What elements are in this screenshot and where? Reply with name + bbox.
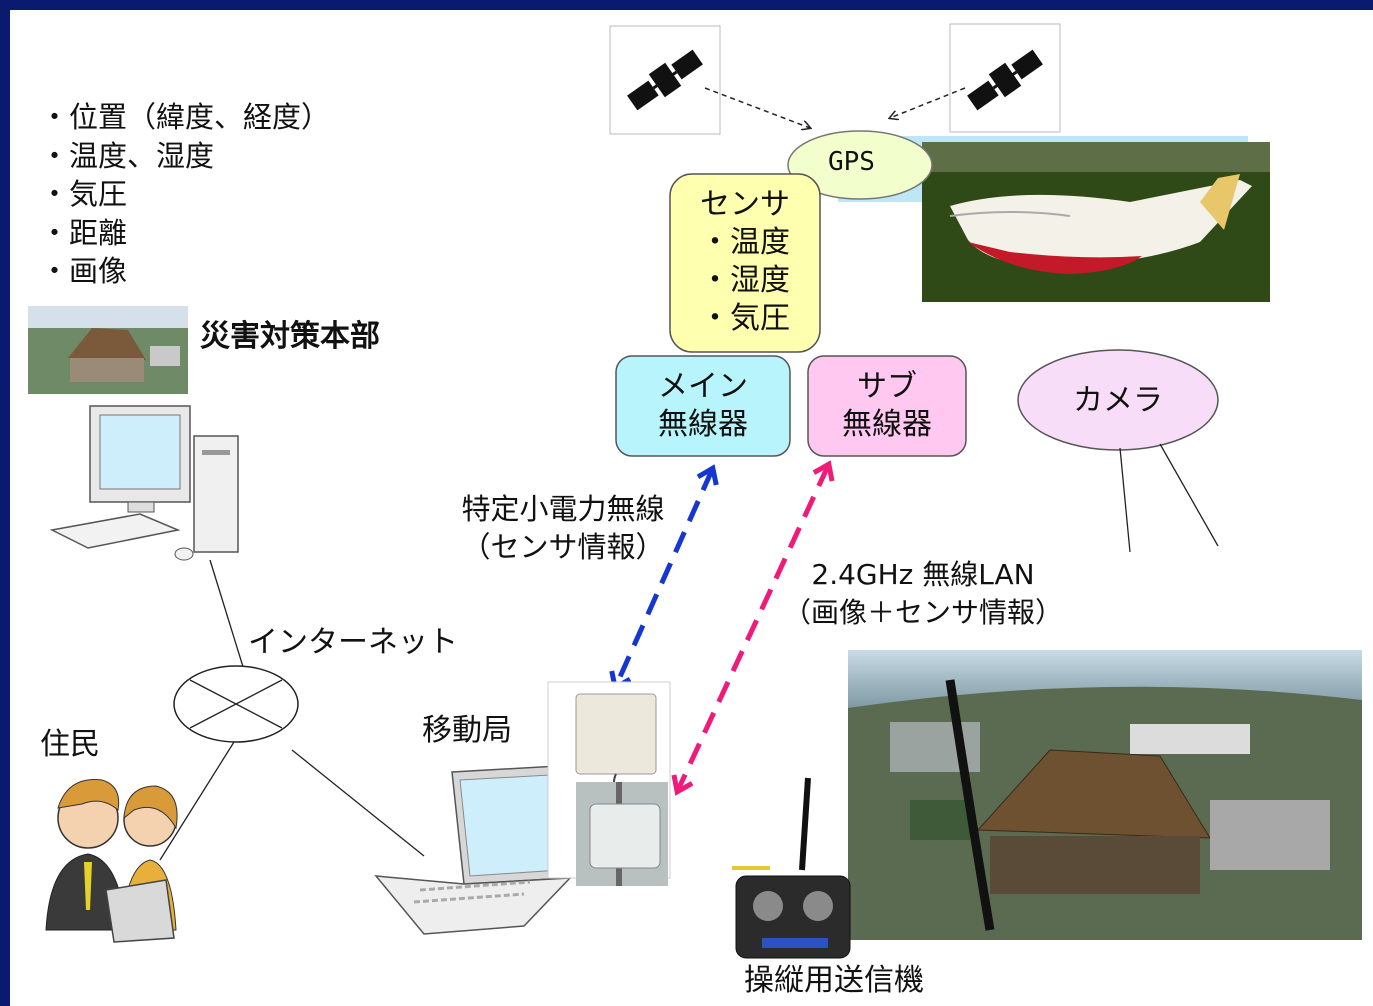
wireless-lan-link [678, 466, 828, 790]
main-radio-line2: 無線器 [658, 407, 748, 442]
hq-to-internet-line [209, 559, 245, 671]
measurement-item: 画像 [40, 252, 330, 291]
main-radio-text: メイン 無線器 [616, 368, 790, 444]
measurement-item: 気圧 [40, 175, 330, 214]
laptop-icon [374, 765, 572, 935]
internet-cloud-node [173, 665, 299, 743]
sensor-text: センサ ・温度 ・湿度 ・気圧 [670, 186, 820, 338]
wlan-link-line2: （画像＋センサ情報） [782, 596, 1063, 629]
aerial-village-photo [848, 650, 1362, 940]
camera-view-line-right [1159, 443, 1219, 547]
internet-label: インターネット [248, 625, 458, 660]
sensor-item: ・温度 [700, 225, 790, 260]
sensor-box [669, 173, 821, 353]
wlan-link-label: 2.4GHz 無線LAN （画像＋センサ情報） [768, 556, 1078, 632]
low-power-link-line1: 特定小電力無線 [461, 492, 665, 526]
sub-radio-line1: サブ [857, 369, 917, 404]
measurement-item: 位置（緯度、経度） [40, 98, 330, 137]
diagram-graphics [28, 23, 1362, 959]
low-power-link-label: 特定小電力無線 （センサ情報） [438, 490, 688, 566]
satellite-right-icon [949, 23, 1061, 133]
hq-label: 災害対策本部 [200, 319, 380, 354]
wlan-antenna-icon [576, 782, 668, 886]
residents-label: 住民 [40, 727, 100, 762]
sensor-item: ・湿度 [700, 263, 790, 298]
residents-illustration [45, 779, 178, 943]
camera-view-line-left [1119, 447, 1131, 553]
satellite-left-signal [704, 87, 810, 128]
radio-transmitter-icon [732, 777, 851, 959]
internet-to-mobile-line [291, 749, 425, 857]
uav-aircraft-photo [838, 136, 1270, 302]
sensor-item: ・気圧 [700, 301, 790, 336]
camera-node [1017, 349, 1219, 451]
gps-node [787, 130, 933, 200]
measurement-item: 距離 [40, 214, 330, 253]
mobile-station-label: 移動局 [422, 713, 512, 748]
measurement-item: 温度、湿度 [40, 137, 330, 176]
measurement-list: 位置（緯度、経度） 温度、湿度 気圧 距離 画像 [40, 98, 330, 291]
internet-to-residents-line [159, 741, 235, 861]
wlan-link-line1: 2.4GHz 無線LAN [811, 558, 1035, 591]
desktop-computer-icon [49, 405, 239, 561]
sensor-title: センサ [700, 187, 790, 222]
satellite-left-icon [609, 25, 721, 135]
transmitter-label: 操縦用送信機 [744, 963, 924, 998]
low-power-link-line2: （センサ情報） [461, 530, 665, 564]
main-radio-box [615, 355, 791, 457]
sub-radio-text: サブ 無線器 [808, 368, 966, 444]
sub-radio-box [807, 355, 967, 457]
main-radio-line1: メイン [658, 369, 748, 404]
sub-radio-line2: 無線器 [842, 407, 932, 442]
gps-label: GPS [828, 147, 875, 177]
camera-label: カメラ [1073, 383, 1163, 418]
hq-aerial-photo [28, 306, 188, 394]
diagram-canvas: 位置（緯度、経度） 温度、湿度 気圧 距離 画像 災害対策本部 インターネット … [10, 10, 1373, 1006]
satellite-right-signal [890, 87, 966, 118]
